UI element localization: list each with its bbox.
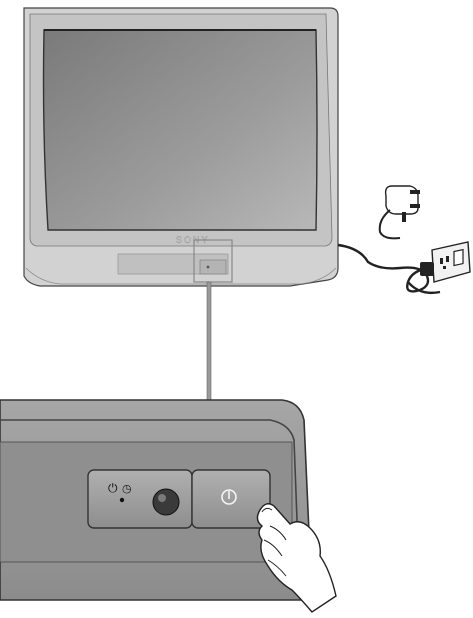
- mains-plug: [380, 186, 420, 238]
- plug-pin-top: [410, 190, 420, 194]
- timer-icon: ◷: [122, 482, 132, 495]
- wall-socket: [420, 242, 470, 282]
- plug-pin-earth: [402, 212, 406, 222]
- ir-sensor-knob: [153, 489, 179, 515]
- socket-hole-2: [446, 256, 449, 262]
- tv-screen: [44, 30, 318, 230]
- socket-plate: [432, 242, 470, 282]
- zoomed-front-panel: ⏻ ◷: [0, 400, 312, 600]
- cable-line: [338, 245, 430, 291]
- standby-icon: ⏻: [108, 481, 118, 495]
- tv-mini-indicator: [207, 266, 210, 269]
- tv-mini-button: [200, 260, 226, 274]
- tv-set: SONY: [24, 8, 338, 286]
- socket-hole-1: [440, 258, 443, 264]
- standby-indicator-light: [120, 498, 124, 502]
- plug-pin-bottom: [410, 204, 420, 208]
- socket-hole-3: [443, 266, 446, 269]
- socket-switch: [454, 250, 463, 266]
- ir-sensor-highlight: [158, 494, 166, 502]
- plugged-plug: [420, 262, 434, 276]
